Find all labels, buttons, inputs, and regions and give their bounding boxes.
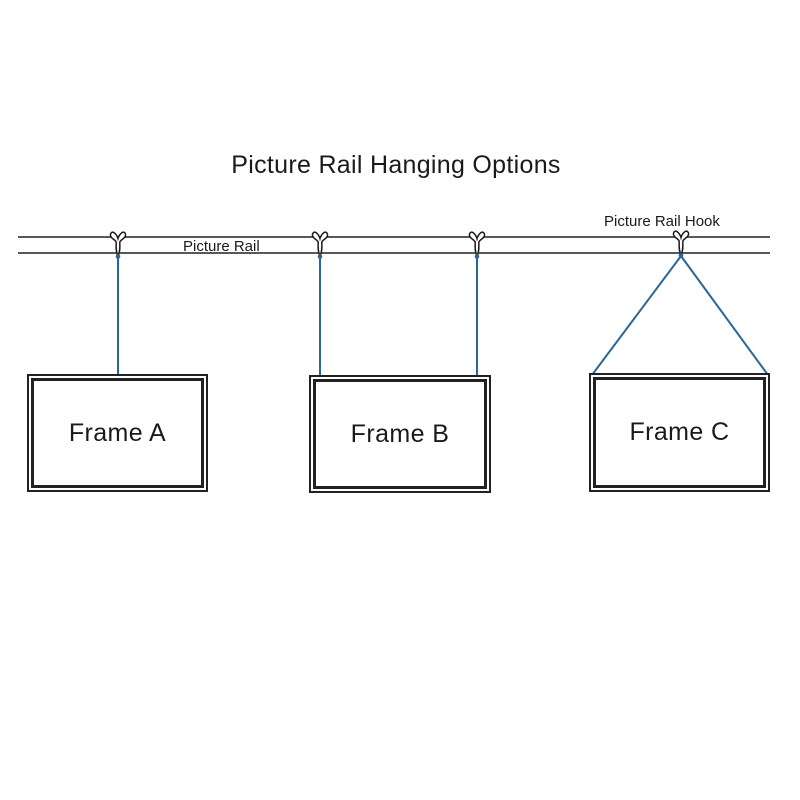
frame-b-label: Frame B [350, 419, 450, 448]
cord-frame-c-left [591, 255, 682, 376]
frame-c: Frame C [589, 373, 770, 492]
picture-rail-label: Picture Rail [183, 238, 260, 255]
frame-a: Frame A [27, 374, 208, 492]
picture-rail-hook-label: Picture Rail Hook [604, 213, 720, 230]
picture-rail-hook-icon [468, 231, 486, 259]
frame-b-inner-border: Frame B [313, 379, 487, 489]
frame-a-inner-border: Frame A [31, 378, 204, 488]
picture-rail-hook-icon [311, 231, 329, 259]
picture-rail-top-line [18, 236, 770, 238]
frame-c-label: Frame C [629, 418, 730, 446]
picture-rail-bottom-line [18, 252, 770, 254]
picture-rail-hook-icon [109, 231, 127, 259]
frame-b: Frame B [309, 375, 491, 493]
frame-c-inner-border: Frame C [593, 377, 766, 488]
frame-a-label: Frame A [68, 418, 167, 447]
cord-frame-c-right [680, 255, 769, 376]
diagram-title: Picture Rail Hanging Options [231, 151, 561, 179]
picture-rail-hook-icon [672, 230, 690, 258]
